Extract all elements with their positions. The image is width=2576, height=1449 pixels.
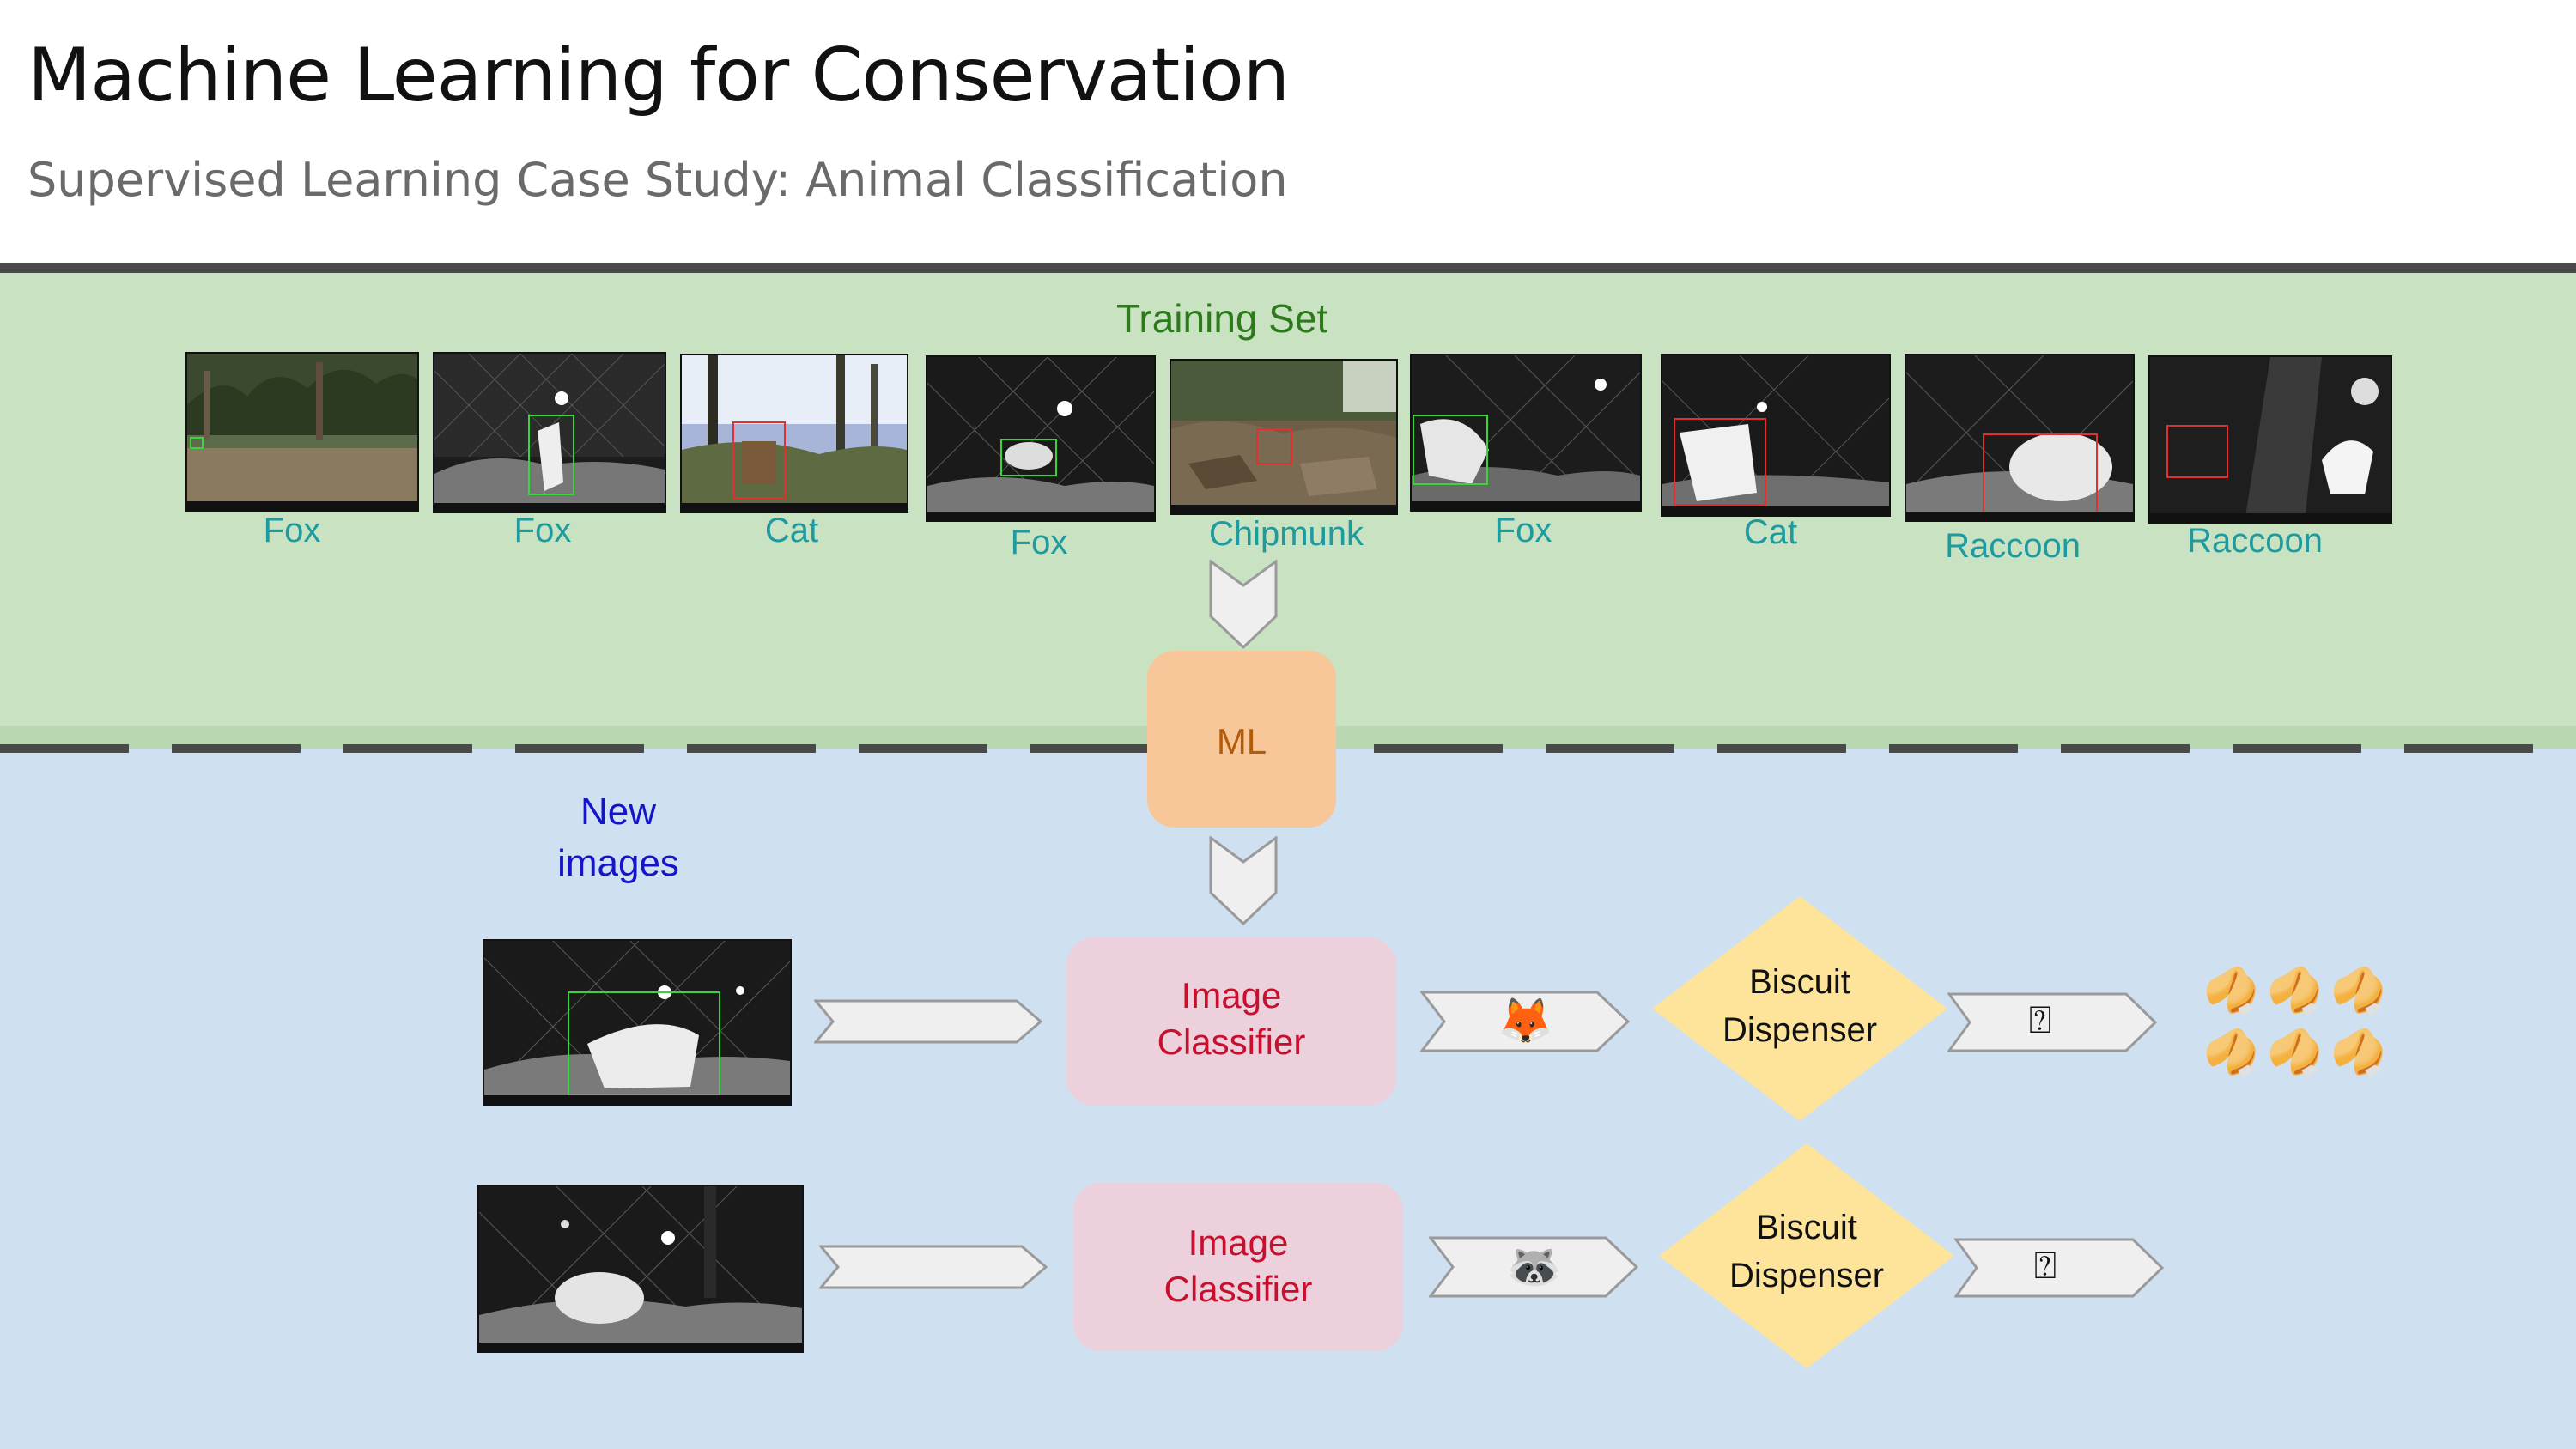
image-classifier-1-line1: Image bbox=[1181, 975, 1282, 1016]
page-title: Machine Learning for Conservation bbox=[27, 33, 1290, 118]
biscuit-dispenser-1-line2: Dispenser bbox=[1722, 1011, 1878, 1049]
training-label-6: Fox bbox=[1494, 512, 1552, 549]
training-label-9: Raccoon bbox=[2187, 522, 2323, 560]
prediction-arrow-2 bbox=[1429, 1236, 1638, 1298]
output-glyph-2: ⍰ bbox=[2033, 1245, 2057, 1287]
new-image-raccoon bbox=[477, 1185, 804, 1353]
training-label-5: Chipmunk bbox=[1208, 515, 1364, 553]
training-label-8: Raccoon bbox=[1945, 527, 2081, 565]
ml-box: ML bbox=[1147, 651, 1336, 828]
image-classifier-2-line2: Classifier bbox=[1163, 1269, 1313, 1309]
image-classifier-2-line1: Image bbox=[1188, 1222, 1289, 1263]
biscuit-dispenser-2-shape bbox=[1659, 1143, 1954, 1368]
fortune-cookie-icon: 🥠 bbox=[2330, 967, 2386, 1017]
training-to-ml-arrow bbox=[1209, 560, 1278, 649]
training-image-6 bbox=[1410, 354, 1642, 512]
training-label-2: Fox bbox=[513, 512, 572, 549]
training-image-9 bbox=[2148, 355, 2392, 524]
training-label-1: Fox bbox=[263, 512, 321, 549]
fortune-cookie-icon: 🥠 bbox=[2203, 1029, 2259, 1079]
image-classifier-2: Image Classifier bbox=[1073, 1183, 1403, 1351]
ml-to-classifier-arrow bbox=[1209, 836, 1278, 925]
new-image-fox bbox=[483, 939, 792, 1106]
training-set-title: Training Set bbox=[1116, 296, 1328, 341]
output-glyph-1: ⍰ bbox=[2028, 999, 2052, 1041]
header-divider bbox=[0, 263, 2576, 273]
biscuit-dispenser-2-line1: Biscuit bbox=[1756, 1209, 1857, 1246]
training-image-2 bbox=[433, 352, 666, 513]
raccoon-face-icon: 🦝 bbox=[1506, 1242, 1562, 1292]
fortune-cookie-icon: 🥠 bbox=[2267, 967, 2323, 1017]
new-images-label-line2: images bbox=[557, 842, 679, 884]
new-images-label-line1: New bbox=[580, 791, 657, 833]
ml-label: ML bbox=[1216, 721, 1267, 761]
training-label-7: Cat bbox=[1743, 513, 1798, 551]
prediction-arrow-1 bbox=[1420, 991, 1630, 1052]
fox-face-icon: 🦊 bbox=[1498, 997, 1553, 1046]
image-classifier-1: Image Classifier bbox=[1066, 937, 1396, 1106]
training-label-3: Cat bbox=[764, 512, 819, 549]
output-arrow-1 bbox=[1947, 992, 2157, 1052]
new-images-label: New images bbox=[532, 786, 704, 889]
image-classifier-1-line2: Classifier bbox=[1157, 1022, 1306, 1062]
training-image-3 bbox=[680, 354, 908, 513]
fortune-cookie-icon: 🥠 bbox=[2267, 1029, 2323, 1079]
biscuit-dispenser-2-line2: Dispenser bbox=[1728, 1257, 1885, 1294]
training-label-4: Fox bbox=[1010, 524, 1068, 561]
fortune-cookie-icon: 🥠 bbox=[2330, 1029, 2386, 1079]
training-image-7 bbox=[1661, 354, 1891, 517]
training-image-8 bbox=[1905, 354, 2135, 522]
training-image-5 bbox=[1170, 359, 1398, 515]
biscuit-dispenser-1-shape bbox=[1652, 896, 1947, 1121]
page-subtitle: Supervised Learning Case Study: Animal C… bbox=[27, 153, 1288, 207]
biscuit-dispenser-1-line1: Biscuit bbox=[1749, 963, 1850, 1001]
input-arrow-2 bbox=[819, 1245, 1048, 1289]
input-arrow-1 bbox=[814, 999, 1042, 1044]
training-image-1 bbox=[185, 352, 419, 512]
output-arrow-2 bbox=[1954, 1238, 2164, 1298]
training-image-4 bbox=[926, 355, 1156, 522]
fortune-cookie-icon: 🥠 bbox=[2203, 967, 2259, 1017]
